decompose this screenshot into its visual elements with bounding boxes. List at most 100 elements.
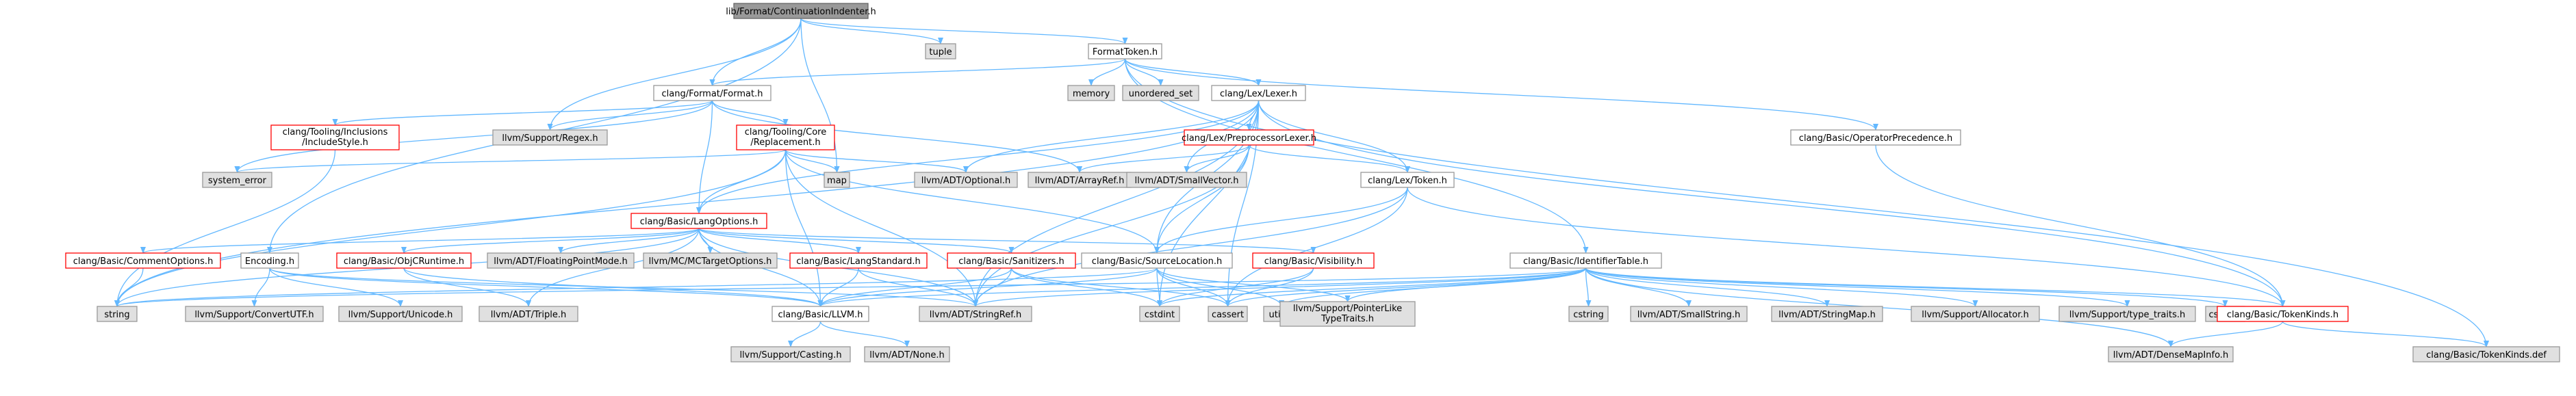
edge-arrow: [785, 149, 840, 173]
node-box: [240, 252, 299, 269]
edge-identifiertable-to-llvmh: [817, 267, 1587, 307]
edge-arrow: [114, 267, 1587, 307]
edge-arrow: [1585, 267, 1592, 307]
node-box: [492, 129, 608, 146]
node-visibility[interactable]: clang/Basic/Visibility.h: [1252, 252, 1375, 269]
edge-arrow: [1225, 267, 1587, 307]
edge-langoptions-to-floatingpoint: [558, 228, 700, 254]
edge-arrow: [1124, 58, 1262, 86]
edge-arrow: [1077, 144, 1250, 173]
node-box: [653, 85, 771, 101]
node-langstandard[interactable]: clang/Basic/LangStandard.h: [789, 252, 928, 269]
node-ppl[interactable]: clang/Lex/PreprocessorLexer.h: [1182, 129, 1316, 146]
edge-lexer-to-langoptions: [696, 100, 1260, 214]
node-label: llvm/Support/type_traits.h: [2069, 310, 2186, 320]
node-sourcelocation[interactable]: clang/Basic/SourceLocation.h: [1081, 252, 1233, 269]
edge-arrow: [114, 149, 787, 307]
node-objcruntime[interactable]: clang/Basic/ObjCRuntime.h: [336, 252, 472, 269]
edge-arrow: [251, 267, 270, 307]
node-box: [925, 43, 956, 60]
node-label: Encoding.h: [245, 256, 294, 267]
node-commentoptions[interactable]: clang/Basic/CommentOptions.h: [65, 252, 221, 269]
node-opprec[interactable]: clang/Basic/OperatorPrecedence.h: [1790, 129, 1961, 146]
edge-arrow: [1010, 267, 1231, 307]
node-box: [338, 306, 463, 322]
node-triple: llvm/ADT/Triple.h: [479, 306, 578, 322]
edge-objcruntime-to-triple: [403, 267, 531, 307]
node-label: cassert: [1212, 310, 1244, 320]
node-formattoken[interactable]: FormatToken.h: [1088, 43, 1162, 60]
edge-formattoken-to-memory: [1088, 58, 1126, 86]
edge-arrow: [800, 18, 1128, 44]
edge-formattoken-to-tokenkindsdef: [1124, 58, 2489, 347]
node-box: [1184, 129, 1314, 146]
node-sanitizers[interactable]: clang/Basic/Sanitizers.h: [947, 252, 1076, 269]
edge-arrow: [800, 18, 943, 44]
edge-format-to-arrayref: [711, 100, 1082, 173]
node-label: llvm/Support/PointerLike: [1293, 304, 1402, 314]
edge-replacement-to-system-error: [234, 149, 787, 173]
node-identifiertable[interactable]: clang/Basic/IdentifierTable.h: [1509, 252, 1662, 269]
node-casting: llvm/Support/Casting.h: [730, 346, 851, 362]
edge-arrow: [1585, 267, 1978, 307]
node-memory: memory: [1067, 85, 1115, 101]
edge-identifiertable-to-typetraits: [1585, 267, 2130, 307]
node-label: llvm/ADT/StringMap.h: [1778, 310, 1876, 320]
edge-arrow: [234, 100, 713, 173]
edge-arrow: [963, 100, 1260, 173]
node-replacement[interactable]: clang/Tooling/Core/Replacement.h: [736, 124, 835, 150]
node-mctarget: llvm/MC/MCTargetOptions.h: [643, 252, 778, 269]
node-encoding[interactable]: Encoding.h: [240, 252, 299, 269]
node-langoptions[interactable]: clang/Basic/LangOptions.h: [630, 213, 767, 229]
node-root[interactable]: lib/Format/ContinuationIndenter.h: [726, 3, 876, 19]
edge-arrow: [2282, 321, 2489, 347]
edge-arrow: [114, 149, 336, 307]
edge-arrow: [696, 100, 713, 214]
node-map: map: [824, 172, 850, 188]
edge-formattoken-to-opprec: [1124, 58, 1878, 131]
edge-arrow: [1157, 267, 1587, 307]
node-llvmh[interactable]: clang/Basic/LLVM.h: [771, 306, 869, 322]
node-label: llvm/ADT/Triple.h: [491, 310, 566, 320]
node-box: [2058, 306, 2196, 322]
edge-sanitizers-to-llvmh: [817, 267, 1012, 307]
edge-arrow: [1279, 267, 1587, 307]
node-includestyle[interactable]: clang/Tooling/Inclusions/IncludeStyle.h: [270, 124, 400, 150]
edge-identifiertable-to-utility: [1279, 267, 1587, 307]
node-label: clang/Basic/LLVM.h: [778, 310, 863, 320]
edge-format-to-regex: [547, 100, 713, 131]
edge-arrow: [785, 149, 824, 307]
edge-arrow: [114, 267, 144, 307]
edge-root-to-map: [800, 18, 840, 173]
node-box: [1081, 252, 1233, 269]
edge-langoptions-to-commentoptions: [140, 228, 700, 254]
node-label: clang/Basic/Sanitizers.h: [958, 256, 1064, 267]
node-box: [97, 306, 138, 322]
edge-arrow: [1585, 267, 2228, 307]
node-unordered_set: unordered_set: [1122, 85, 1199, 101]
node-tokenkinds[interactable]: clang/Basic/TokenKinds.h: [2217, 306, 2349, 322]
edge-layer: [114, 18, 2489, 347]
edge-replacement-to-optional: [785, 149, 969, 173]
edge-visibility-to-cstdint: [1157, 267, 1314, 307]
node-format[interactable]: clang/Format/Format.h: [653, 85, 771, 101]
node-box: [1911, 306, 2040, 322]
node-label: cstring: [1573, 310, 1603, 320]
edge-replacement-to-llvmh: [785, 149, 824, 307]
node-lexer[interactable]: clang/Lex/Lexer.h: [1211, 85, 1306, 101]
node-box: [65, 252, 221, 269]
edge-encoding-to-unicode: [269, 267, 403, 307]
edge-arrow: [1585, 267, 1830, 307]
node-box: [1126, 172, 1247, 188]
edge-identifiertable-to-cstddef: [1585, 267, 2228, 307]
edge-arrow: [1585, 267, 2286, 307]
node-string: string: [97, 306, 138, 322]
node-lextoken[interactable]: clang/Lex/Token.h: [1360, 172, 1455, 188]
node-label: llvm/Support/Regex.h: [502, 133, 598, 144]
node-stringmap: llvm/ADT/StringMap.h: [1771, 306, 1883, 322]
node-label: clang/Basic/LangOptions.h: [640, 217, 758, 227]
edge-formattoken-to-unordered-set: [1124, 58, 1164, 86]
node-unicode: llvm/Support/Unicode.h: [338, 306, 463, 322]
edge-langoptions-to-langstandard: [698, 228, 861, 254]
